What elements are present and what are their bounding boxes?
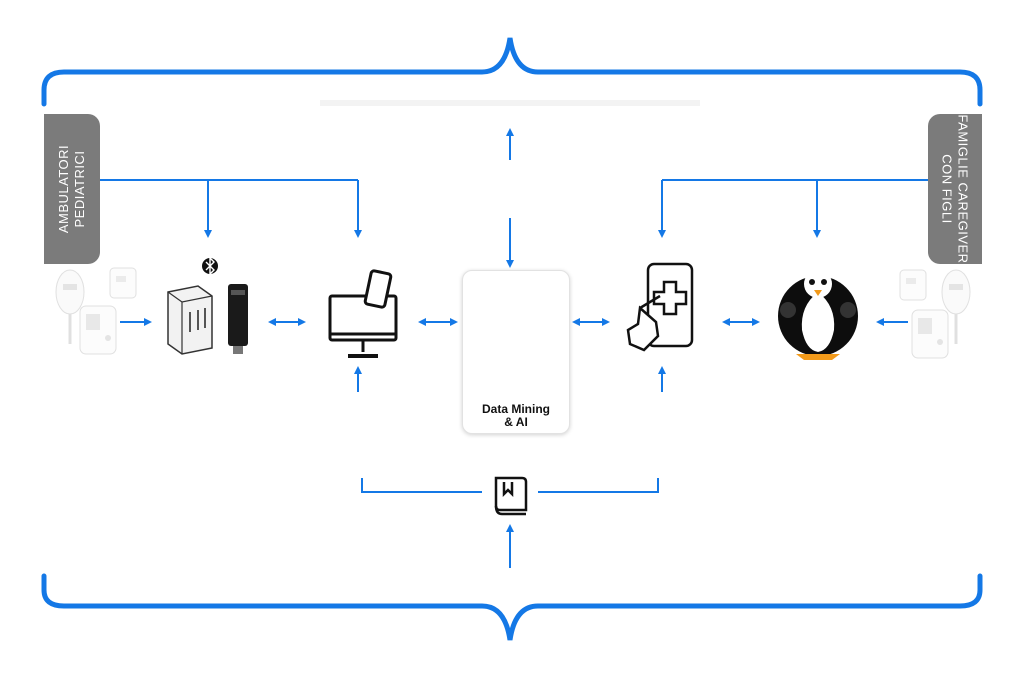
- data-mining-label-line1: Data Mining: [482, 402, 550, 416]
- feedback-arrows: [354, 366, 666, 392]
- bluetooth-icon: [202, 256, 218, 276]
- top-brace: [41, 37, 983, 107]
- thermometer-oximeter-icon-right: [899, 269, 971, 359]
- side-tab-left-line2: PEDIATRICI: [72, 150, 88, 228]
- bottom-brace: [41, 573, 983, 641]
- side-tab-right-line2: CON FIGLI: [940, 154, 955, 224]
- right-connectors: [658, 179, 928, 238]
- data-mining-label: Data Mining & AI: [463, 403, 569, 429]
- data-mining-card: Data Mining & AI: [462, 270, 570, 434]
- left-connectors: [100, 179, 362, 238]
- gateway-device-icon: [167, 284, 248, 355]
- thermometer-oximeter-icon: [55, 267, 137, 355]
- manual-book-icon: [494, 476, 528, 516]
- medical-tablet-icon: [626, 262, 694, 352]
- side-tab-famiglie: FAMIGLIE CAREGIVER CON FIGLI: [928, 114, 982, 264]
- side-tab-right-line1: FAMIGLIE CAREGIVER: [956, 114, 971, 264]
- faint-caption: [320, 100, 700, 106]
- side-tab-left-line1: AMBULATORI: [56, 144, 72, 234]
- book-connectors: [361, 478, 659, 568]
- monitor-phone-icon: [328, 269, 398, 358]
- data-mining-label-line2: & AI: [504, 415, 528, 429]
- penguin-mascot-icon: [778, 270, 858, 360]
- side-tab-ambulatori: AMBULATORI PEDIATRICI: [44, 114, 100, 264]
